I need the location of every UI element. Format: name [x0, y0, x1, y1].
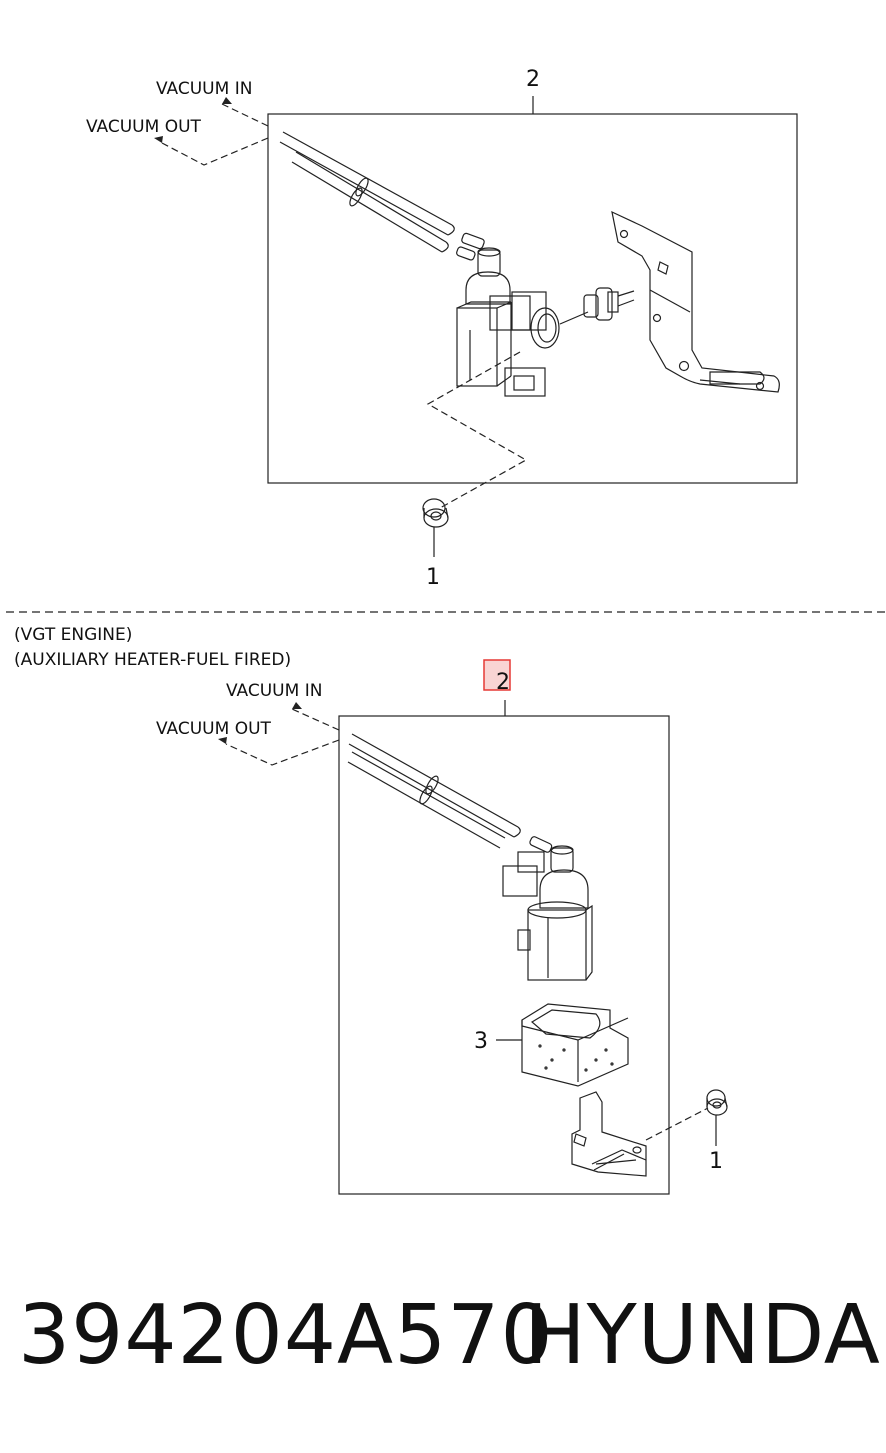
vacuum-out-arrow-upper: [154, 136, 163, 143]
callout-2-upper: 2: [526, 67, 540, 92]
mounting-bracket-upper: [611, 210, 780, 393]
vacuum-in-label-upper: VACUUM IN: [156, 79, 252, 99]
callout-2-lower: 2: [496, 670, 510, 695]
upper-assembly: [161, 96, 798, 557]
vacuum-in-arrow-upper: [222, 97, 232, 104]
callout-3-lower: 3: [474, 1029, 488, 1054]
nut-upper: [422, 498, 449, 528]
mounting-bracket-lower: [571, 1091, 647, 1177]
vacuum-in-label-lower: VACUUM IN: [226, 681, 322, 701]
lower-assembly: [225, 700, 728, 1195]
heater-note: (AUXILIARY HEATER-FUEL FIRED): [14, 650, 291, 670]
lower-assembly-frame: [338, 715, 670, 1195]
upper-assembly-frame: [267, 113, 798, 484]
callout-1-lower: 1: [709, 1149, 723, 1174]
callout-1-upper: 1: [426, 565, 440, 590]
brand-name: HYUNDAI: [524, 1288, 886, 1383]
vacuum-hoses-upper: [161, 103, 455, 253]
foam-pad: [521, 1003, 629, 1087]
vacuum-out-label-upper: VACUUM OUT: [86, 117, 202, 137]
vacuum-out-label-lower: VACUUM OUT: [156, 719, 272, 739]
solenoid-valve-upper: [456, 232, 560, 397]
part-number: 394204A570: [18, 1288, 554, 1383]
vacuum-hoses-lower: [225, 708, 521, 849]
engine-note: (VGT ENGINE): [14, 625, 132, 645]
nut-lower: [706, 1089, 728, 1116]
mounting-bolt-upper: [559, 287, 635, 325]
solenoid-valve-lower: [502, 836, 593, 981]
highlight-box: [483, 659, 511, 691]
vacuum-out-arrow-lower: [218, 737, 227, 744]
vacuum-in-arrow-lower: [292, 702, 302, 709]
footer: 394204A570 HYUNDAI: [0, 1295, 886, 1405]
